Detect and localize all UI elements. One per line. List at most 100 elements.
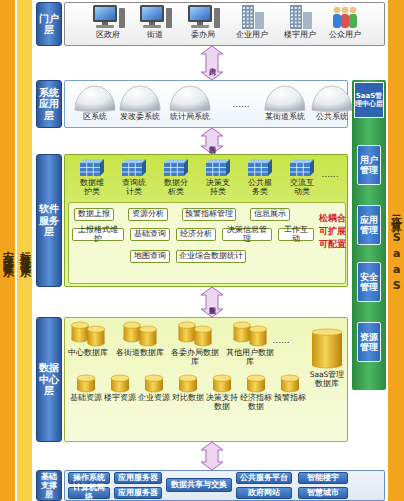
window (247, 14, 249, 16)
management-box: 安全管理 (357, 262, 381, 302)
layer-label-box: 数据中心层 (36, 317, 62, 442)
dome (75, 86, 115, 110)
window (295, 18, 297, 20)
block-top (80, 159, 104, 163)
block-top (206, 159, 230, 163)
item-label: 预警指标 (274, 394, 306, 403)
vertical-band: 标准规范体系 (17, 0, 32, 501)
item-label: 中心数据库 (63, 349, 113, 358)
double-arrow (201, 287, 223, 317)
grid-line (290, 167, 310, 168)
item-label: 企业资源 (138, 394, 170, 403)
service-category: 数据维护类 (74, 158, 110, 198)
box-label: 应用服务器 (115, 489, 161, 498)
portal-user: 街道 (133, 4, 177, 44)
item-icon (262, 83, 308, 112)
box-label: 信息展示 (251, 210, 289, 219)
service-function-box: 工作互动 (278, 228, 314, 241)
monitor (140, 5, 164, 22)
cylinder-top (179, 322, 196, 328)
window (295, 11, 297, 13)
grid-line (261, 163, 262, 176)
block-side (100, 159, 104, 176)
cylinder-top (281, 375, 299, 381)
item-icon (309, 83, 355, 112)
item-label: 发改委系统 (117, 113, 163, 122)
service-function-box: 企业综合数据统计 (176, 250, 246, 263)
block-top (248, 159, 272, 163)
person-head (334, 7, 341, 14)
saas-management-column: SaaS管理中心层用户管理应用管理安全管理资源管理 (352, 80, 386, 390)
item-label: 区政府 (86, 31, 130, 40)
cylinder-top (72, 322, 89, 328)
stand (102, 22, 108, 25)
item-icon (116, 158, 152, 178)
management-box: 资源管理 (357, 322, 381, 362)
box-label: 应用服务器 (115, 474, 161, 483)
layer-label-box: 基础支撑层 (36, 470, 62, 501)
item-icon (138, 374, 170, 393)
block-side (310, 159, 314, 176)
layer-band: 软件服务层数据维护类查询统计类数据分析类决策支持类公共服务类交流互动类数据上报资… (36, 154, 348, 287)
item-icon (181, 4, 225, 30)
item-label: 查询统计类 (122, 179, 146, 196)
screen (190, 7, 210, 20)
grid-line (177, 163, 178, 176)
box-label: 地图查询 (131, 252, 169, 261)
item-label: 楼宇资源 (104, 394, 136, 403)
window (243, 7, 245, 9)
database-cylinder: 企业资源 (138, 374, 170, 414)
infrastructure-box: 数据共享与交换 (166, 478, 232, 492)
cylinder-top (234, 322, 251, 328)
tower (119, 8, 125, 28)
item-label: 数据分析类 (164, 179, 188, 196)
item-label: 楼宇用户 (278, 31, 322, 40)
grid-line (303, 163, 304, 176)
grid-line (128, 163, 129, 176)
item-label: 决策支持类 (206, 179, 230, 196)
stand (197, 22, 203, 25)
tower (214, 8, 220, 28)
cylinder-top (250, 326, 267, 332)
infrastructure-box: 智慧城市 (298, 487, 348, 499)
item-icon (117, 83, 163, 112)
cylinder-top (124, 322, 141, 328)
building (290, 5, 302, 29)
grid-line (206, 172, 226, 173)
item-icon (158, 158, 194, 178)
stand (149, 22, 155, 25)
band-title: 云计算|SaaS (388, 0, 404, 501)
service-function-box: 预警指标管理 (182, 208, 236, 221)
box-label: 安全管理 (358, 272, 380, 293)
item-icon (240, 374, 272, 393)
item-label: 街道 (133, 31, 177, 40)
infrastructure-box: 计算机网络 (68, 487, 110, 499)
application-system: 某街道系统 (262, 83, 308, 126)
item-label: 统计局系统 (167, 113, 213, 122)
box-label: 企业综合数据统计 (177, 252, 245, 261)
service-function-box: 经济分析 (176, 228, 216, 241)
infrastructure-box: 公共服务平台 (236, 472, 292, 484)
window (291, 18, 293, 20)
grid-line (164, 167, 184, 168)
item-icon (274, 374, 306, 393)
service-function-box: 资源分析 (128, 208, 168, 221)
block-top (164, 159, 188, 163)
window (295, 25, 297, 27)
infrastructure-box: 操作系统 (68, 472, 110, 484)
item-label: 委办局 (181, 31, 225, 40)
application-system: 区系统 (72, 83, 118, 126)
portal-user: 楼宇用户 (278, 4, 322, 44)
infrastructure-box: 应用服务器 (114, 487, 162, 499)
building (242, 5, 254, 29)
service-function-box: 信息展示 (250, 208, 290, 221)
box-label: 智慧城市 (299, 489, 347, 498)
item-icon (284, 158, 320, 178)
box-label: 应用管理 (358, 215, 380, 236)
person-head (342, 7, 349, 14)
grid-line (164, 172, 184, 173)
person-body (349, 14, 357, 28)
item-label: 企业用户 (230, 31, 274, 40)
